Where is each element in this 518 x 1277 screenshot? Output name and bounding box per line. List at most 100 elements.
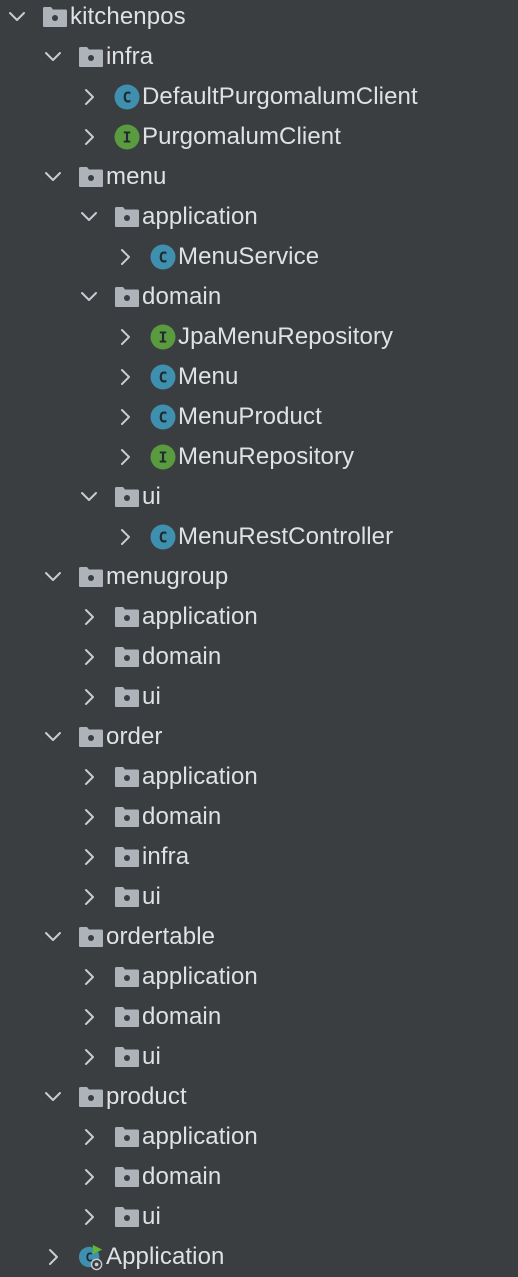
tree-node-folder[interactable]: domain	[0, 1157, 518, 1197]
class-icon: C	[150, 517, 176, 557]
chevron-right-icon[interactable]	[78, 797, 104, 837]
chevron-down-icon[interactable]	[42, 37, 68, 77]
chevron-right-icon[interactable]	[114, 517, 140, 557]
chevron-down-icon[interactable]	[42, 1077, 68, 1117]
tree-node-folder[interactable]: domain	[0, 997, 518, 1037]
tree-node-folder[interactable]: application	[0, 197, 518, 237]
chevron-down-icon[interactable]	[42, 157, 68, 197]
interface-icon: I	[150, 317, 176, 357]
tree-node-folder[interactable]: application	[0, 597, 518, 637]
class-icon: C	[150, 397, 176, 437]
tree-node-folder[interactable]: ui	[0, 677, 518, 717]
chevron-right-icon[interactable]	[78, 77, 104, 117]
tree-node-folder[interactable]: ordertable	[0, 917, 518, 957]
chevron-right-icon[interactable]	[42, 1237, 68, 1277]
chevron-down-icon[interactable]	[78, 277, 104, 317]
tree-node-folder[interactable]: domain	[0, 797, 518, 837]
tree-node-label: application	[142, 603, 258, 630]
class-icon: C	[114, 77, 140, 117]
tree-node-folder[interactable]: ui	[0, 477, 518, 517]
folder-icon	[114, 997, 140, 1037]
tree-node-folder[interactable]: ui	[0, 1037, 518, 1077]
tree-node-label: application	[142, 763, 258, 790]
tree-node-label: kitchenpos	[70, 3, 186, 30]
class-icon: C	[150, 357, 176, 397]
interface-icon: I	[150, 437, 176, 477]
chevron-right-icon[interactable]	[78, 1157, 104, 1197]
chevron-down-icon[interactable]	[6, 0, 32, 37]
svg-text:C: C	[86, 1251, 93, 1265]
tree-node-folder[interactable]: application	[0, 957, 518, 997]
chevron-right-icon[interactable]	[114, 437, 140, 477]
tree-node-folder[interactable]: product	[0, 1077, 518, 1117]
tree-node-folder[interactable]: kitchenpos	[0, 0, 518, 37]
chevron-down-icon[interactable]	[42, 717, 68, 757]
tree-node-folder[interactable]: domain	[0, 277, 518, 317]
tree-node-label: application	[142, 1123, 258, 1150]
chevron-right-icon[interactable]	[78, 877, 104, 917]
chevron-right-icon[interactable]	[78, 1117, 104, 1157]
tree-node-folder[interactable]: domain	[0, 637, 518, 677]
tree-node-folder[interactable]: menu	[0, 157, 518, 197]
tree-node-label: Menu	[178, 363, 239, 390]
folder-icon	[114, 797, 140, 837]
chevron-right-icon[interactable]	[114, 317, 140, 357]
chevron-right-icon[interactable]	[78, 997, 104, 1037]
chevron-right-icon[interactable]	[114, 357, 140, 397]
chevron-right-icon[interactable]	[78, 117, 104, 157]
interface-icon: I	[114, 117, 140, 157]
chevron-down-icon[interactable]	[42, 557, 68, 597]
tree-node-label: JpaMenuRepository	[178, 323, 394, 350]
tree-node-folder[interactable]: infra	[0, 837, 518, 877]
tree-node-label: domain	[142, 1003, 222, 1030]
chevron-right-icon[interactable]	[78, 837, 104, 877]
tree-node-label: menu	[106, 163, 167, 190]
tree-node-label: infra	[106, 43, 154, 70]
tree-node-folder[interactable]: infra	[0, 37, 518, 77]
folder-icon	[114, 677, 140, 717]
svg-text:C: C	[158, 529, 167, 547]
svg-text:I: I	[158, 449, 167, 467]
folder-icon	[114, 1197, 140, 1237]
chevron-down-icon[interactable]	[78, 197, 104, 237]
chevron-right-icon[interactable]	[78, 1037, 104, 1077]
folder-icon	[114, 957, 140, 997]
tree-node-label: ui	[142, 883, 161, 910]
chevron-right-icon[interactable]	[78, 637, 104, 677]
folder-icon	[114, 197, 140, 237]
chevron-down-icon[interactable]	[42, 917, 68, 957]
tree-node-folder[interactable]: application	[0, 757, 518, 797]
folder-icon	[114, 757, 140, 797]
tree-node-label: ui	[142, 483, 161, 510]
folder-icon	[78, 717, 104, 757]
tree-node-class[interactable]: C Menu	[0, 357, 518, 397]
tree-node-folder[interactable]: ui	[0, 1197, 518, 1237]
chevron-right-icon[interactable]	[78, 597, 104, 637]
svg-text:C: C	[158, 369, 167, 387]
chevron-right-icon[interactable]	[78, 1197, 104, 1237]
tree-node-folder[interactable]: ui	[0, 877, 518, 917]
chevron-right-icon[interactable]	[114, 397, 140, 437]
folder-icon	[78, 557, 104, 597]
tree-node-label: domain	[142, 283, 222, 310]
folder-icon	[114, 837, 140, 877]
chevron-right-icon[interactable]	[78, 957, 104, 997]
tree-node-folder[interactable]: order	[0, 717, 518, 757]
tree-node-folder[interactable]: application	[0, 1117, 518, 1157]
chevron-right-icon[interactable]	[78, 677, 104, 717]
tree-node-folder[interactable]: menugroup	[0, 557, 518, 597]
tree-node-label: ui	[142, 683, 161, 710]
chevron-right-icon[interactable]	[114, 237, 140, 277]
tree-node-label: MenuService	[178, 243, 320, 270]
tree-node-label: domain	[142, 1163, 222, 1190]
chevron-down-icon[interactable]	[78, 477, 104, 517]
chevron-right-icon[interactable]	[78, 757, 104, 797]
